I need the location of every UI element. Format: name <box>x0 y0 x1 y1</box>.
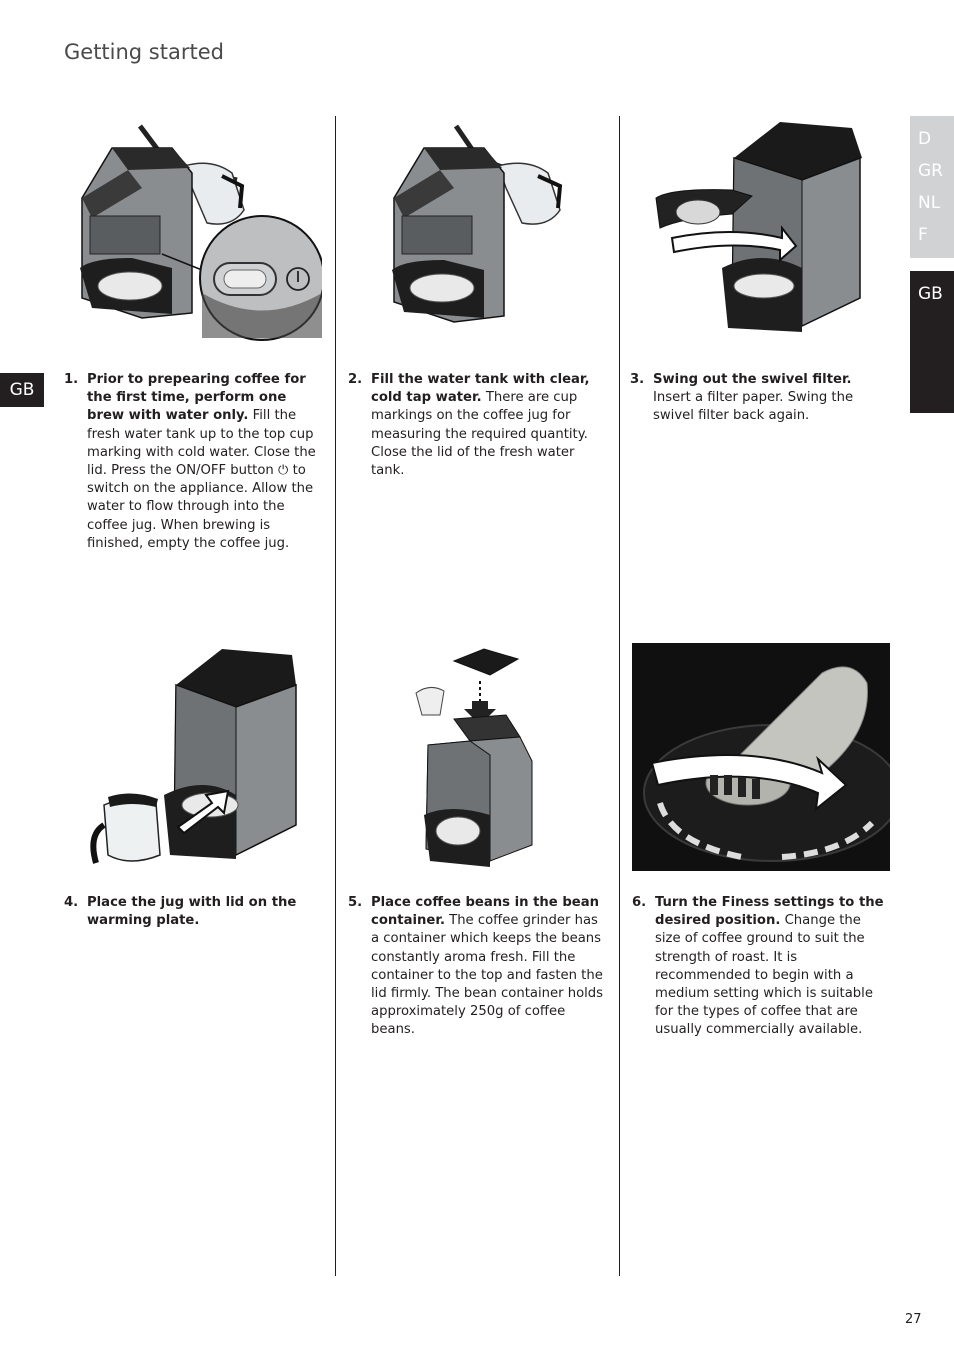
step-2: 2. Fill the water tank with clear, cold … <box>348 371 606 480</box>
step-body: There are cup markings on the coffee jug… <box>371 390 588 479</box>
lang-tab-gb-label: GB <box>918 284 943 304</box>
step-number: 4. <box>64 895 79 910</box>
step-body: Change the size of coffee ground to suit… <box>655 913 873 1038</box>
column-divider-1 <box>335 116 336 1276</box>
lang-tab-nl[interactable]: NL <box>918 193 941 213</box>
step-number: 3. <box>630 372 645 387</box>
step-body-cont: to switch on the appliance. Allow the wa… <box>87 463 314 551</box>
column-divider-2 <box>619 116 620 1276</box>
page-title: Getting started <box>64 40 224 64</box>
lang-tab-f[interactable]: F <box>918 225 928 245</box>
illustration-step-6 <box>632 643 890 871</box>
lang-tab-gr[interactable]: GR <box>918 161 943 181</box>
step-body: Insert a filter paper. Swing the swivel … <box>653 390 854 424</box>
step-5: 5. Place coffee beans in the bean contai… <box>348 894 606 1040</box>
step-number: 1. <box>64 372 79 387</box>
step-heading: Swing out the swivel filter. <box>653 372 852 387</box>
step-heading: Fill the water tank with clear, cold tap… <box>371 372 590 406</box>
step-6: 6. Turn the Finess settings to the desir… <box>632 894 884 1040</box>
step-4: 4. Place the jug with lid on the warming… <box>64 894 324 930</box>
language-tabs: D GR NL F <box>910 116 954 258</box>
step-heading: Turn the Finess settings to the desired … <box>655 895 884 929</box>
step-body: Fill the fresh water tank up to the top … <box>87 408 316 479</box>
power-icon: ⏻ <box>277 463 289 479</box>
step-number: 6. <box>632 895 647 910</box>
illustration-step-2 <box>392 124 563 323</box>
step-heading: Place the jug with lid on the warming pl… <box>87 895 297 929</box>
illustration-step-5 <box>415 648 533 867</box>
step-heading: Prior to prepearing coffee for the first… <box>87 372 306 424</box>
lang-tab-gb-active[interactable]: GB <box>910 271 954 413</box>
illustration-step-1 <box>80 124 322 341</box>
page-number: 27 <box>905 1312 922 1327</box>
lang-tab-d[interactable]: D <box>918 129 932 149</box>
language-marker-left: GB <box>0 373 44 407</box>
illustration-step-4 <box>90 649 297 864</box>
step-number: 2. <box>348 372 363 387</box>
step-number: 5. <box>348 895 363 910</box>
step-heading: Place coffee beans in the bean container… <box>371 895 599 929</box>
illustration-step-3 <box>655 122 862 332</box>
step-3: 3. Swing out the swivel filter. Insert a… <box>630 371 882 426</box>
step-1: 1. Prior to prepearing coffee for the fi… <box>64 371 324 553</box>
step-body: The coffee grinder has a container which… <box>371 913 604 1038</box>
